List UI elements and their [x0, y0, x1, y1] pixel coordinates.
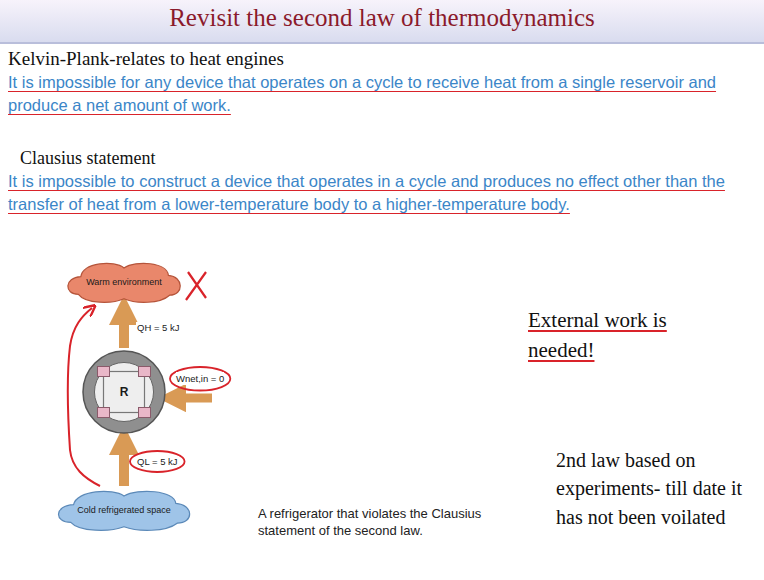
cloud-label: Cold refrigerated space — [77, 505, 171, 515]
cold-cloud-shape — [59, 491, 190, 530]
figure-caption: A refrigerator that violates the Clausiu… — [258, 506, 494, 540]
work-arrow — [172, 394, 212, 403]
cloud-label: Warm environment — [86, 277, 162, 287]
work-label: Wnet,in = 0 — [176, 372, 224, 385]
hand-circle — [130, 451, 185, 472]
cross-mark — [186, 272, 206, 300]
note-text: External work is needed! — [528, 306, 738, 366]
device-letter: R — [120, 385, 129, 399]
device-outer — [83, 351, 165, 433]
component-box — [98, 367, 110, 377]
component-box — [139, 367, 151, 377]
slide-title: Revisit the second law of thermodynamics — [0, 4, 764, 32]
heat-label: QL = 5 kJ — [136, 456, 179, 467]
hand-circle — [170, 367, 230, 390]
section-heading: Kelvin-Plank-relates to heat engines — [8, 46, 748, 73]
heat-flow-arrow — [119, 440, 129, 486]
heat-flow-arrow — [119, 310, 129, 348]
component-box — [98, 408, 110, 418]
device-circle: R — [82, 350, 166, 434]
heat-label: QH = 5 kJ — [136, 322, 181, 333]
refrigerant-loop — [104, 372, 145, 413]
device-inner — [94, 362, 153, 421]
warm-cloud: Warm environment — [64, 260, 184, 304]
warm-cloud-shape — [68, 263, 180, 302]
statement-text: It is impossible for any device that ope… — [8, 71, 756, 118]
section-heading: Clausius statement — [20, 146, 760, 172]
note-text: 2nd law based on experiments- till date … — [556, 446, 756, 531]
cold-cloud: Cold refrigerated space — [54, 488, 194, 532]
component-box — [139, 408, 151, 418]
statement-text: It is impossible to construct a device t… — [8, 170, 756, 217]
